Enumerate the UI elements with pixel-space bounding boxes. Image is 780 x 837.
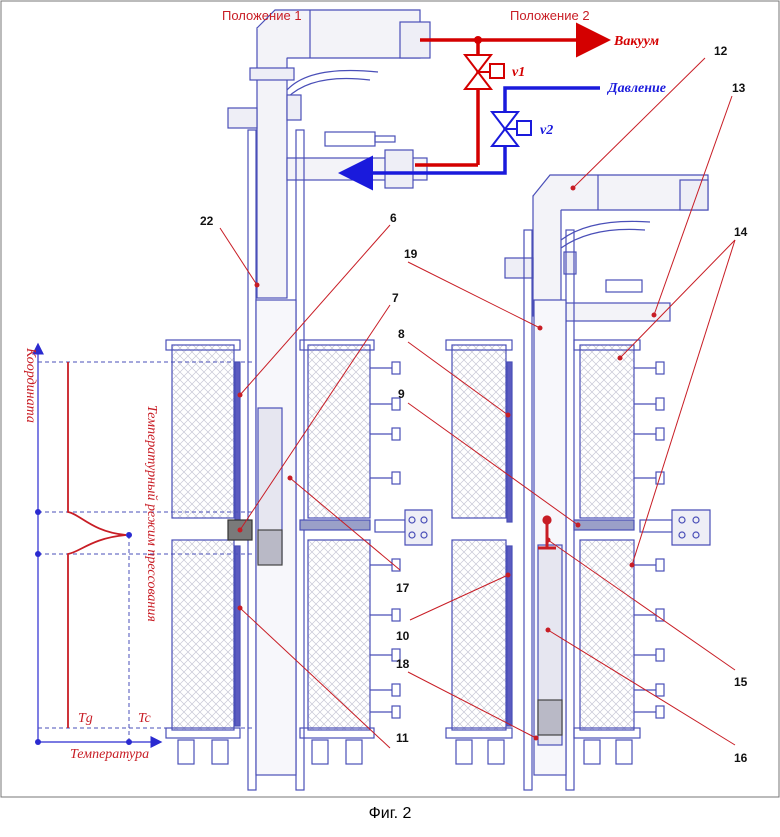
valve-v1-label: v1 [512,65,525,80]
callout-22: 22 [200,214,214,228]
position-1-label: Положение 1 [222,8,302,23]
press-figure: Положение 1 Положение 2 Вакуум Давление … [0,0,780,800]
y-axis-label: Координата [23,347,38,423]
callout-16: 16 [734,751,748,765]
tg-label: Tg [78,711,93,726]
position-2-label: Положение 2 [510,8,590,23]
callout-9: 9 [398,387,405,401]
pressing-mode-label: Температурный режим прессования [144,405,159,622]
callout-17: 17 [396,581,410,595]
tc-label: Tc [138,711,152,726]
callout-7: 7 [392,291,399,305]
callout-11: 11 [396,731,409,745]
callout-19: 19 [404,247,418,261]
x-axis-label: Температура [70,747,149,762]
callout-10: 10 [396,629,410,643]
valve-v2-label: v2 [540,123,553,138]
vacuum-label: Вакуум [613,34,660,49]
callout-18: 18 [396,657,410,671]
figure-caption: Фиг. 2 [0,805,780,823]
outer-frame [1,1,779,797]
callout-15: 15 [734,675,748,689]
callout-8: 8 [398,327,405,341]
callout-13: 13 [732,81,746,95]
callout-14: 14 [734,225,748,239]
callout-6: 6 [390,211,397,225]
callout-12: 12 [714,44,728,58]
pressure-label: Давление [606,81,666,96]
